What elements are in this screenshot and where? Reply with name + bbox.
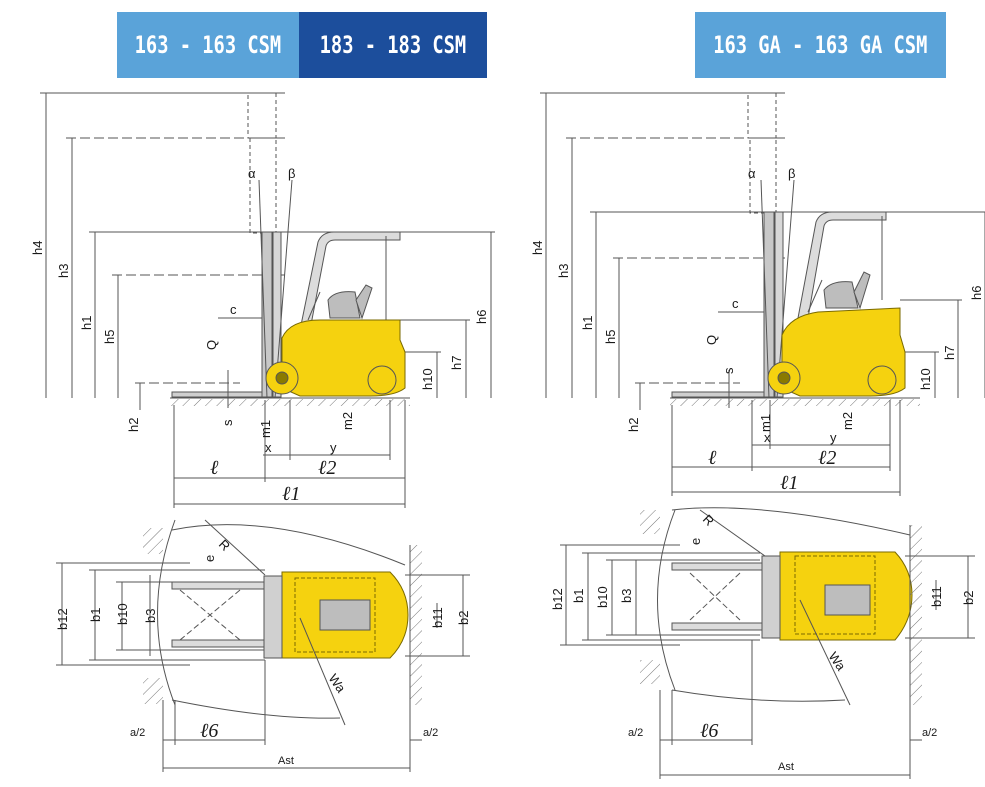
label-h2: h2 <box>126 418 141 432</box>
label-h7: h7 <box>449 356 464 370</box>
label-Wa-right: Wa <box>826 649 850 674</box>
label-l1-right: ℓ1 <box>780 472 798 494</box>
left-side-view <box>40 92 495 508</box>
left-top-view <box>56 519 470 772</box>
label-h6-right: h6 <box>969 286 984 300</box>
label-b10-right: b10 <box>595 586 610 608</box>
label-b2: b2 <box>456 611 471 625</box>
right-side-view <box>540 92 985 496</box>
label-x: x <box>265 440 272 455</box>
label-h1: h1 <box>79 316 94 330</box>
header-model-163-ga-text: 163 GA - 163 GA CSM <box>713 31 928 59</box>
label-b12-right: b12 <box>550 588 565 610</box>
header-model-163: 163 - 163 CSM <box>117 12 299 78</box>
label-h7-right: h7 <box>942 346 957 360</box>
label-e: e <box>202 555 217 562</box>
label-b3: b3 <box>143 609 158 623</box>
label-h10-right: h10 <box>918 368 933 390</box>
label-q: Q <box>204 340 219 350</box>
label-q-right: Q <box>704 335 719 345</box>
label-s: s <box>220 419 235 426</box>
label-l: ℓ <box>210 457 219 479</box>
label-b3-right: b3 <box>619 589 634 603</box>
label-x-right: x <box>764 430 771 445</box>
label-l6-right: ℓ6 <box>700 720 718 742</box>
label-Wa: Wa <box>326 671 350 696</box>
label-h3-right: h3 <box>556 264 571 278</box>
label-h1-right: h1 <box>580 316 595 330</box>
label-a2-left-right: a/2 <box>628 727 643 739</box>
label-l1: ℓ1 <box>282 483 300 505</box>
label-h6: h6 <box>474 310 489 324</box>
header-model-183: 183 - 183 CSM <box>299 12 487 78</box>
label-b1-right: b1 <box>571 589 586 603</box>
label-m1-right: m1 <box>758 414 773 432</box>
header-model-183-text: 183 - 183 CSM <box>319 31 467 59</box>
label-alpha-right: α <box>748 166 756 181</box>
label-h5-right: h5 <box>603 330 618 344</box>
label-a2-right: a/2 <box>423 727 438 739</box>
header-model-163-text: 163 - 163 CSM <box>134 31 282 59</box>
label-b11: b11 <box>430 607 445 628</box>
label-y-right: y <box>830 430 837 445</box>
label-l-right: ℓ <box>708 447 717 469</box>
label-m2-right: m2 <box>840 412 855 430</box>
label-e-right: e <box>688 538 703 545</box>
label-h2-right: h2 <box>626 418 641 432</box>
label-l2-right: ℓ2 <box>818 447 836 469</box>
label-c-right: c <box>732 296 739 311</box>
label-R-right: R <box>700 512 717 529</box>
label-beta-right: β <box>788 166 795 181</box>
label-R: R <box>216 537 233 554</box>
right-top-view <box>560 507 975 779</box>
label-l6: ℓ6 <box>200 720 218 742</box>
label-y: y <box>330 440 337 455</box>
label-b2-right: b2 <box>961 591 976 605</box>
label-b11-right: b11 <box>929 586 944 607</box>
label-b10: b10 <box>115 603 130 625</box>
label-c: c <box>230 302 237 317</box>
label-b12: b12 <box>55 608 70 630</box>
label-h5: h5 <box>102 330 117 344</box>
label-m2: m2 <box>340 412 355 430</box>
label-h3: h3 <box>56 264 71 278</box>
label-beta: β <box>288 166 295 181</box>
label-h4-right: h4 <box>530 241 545 255</box>
label-Ast: Ast <box>278 755 294 767</box>
label-h4: h4 <box>30 241 45 255</box>
label-a2-right-right: a/2 <box>922 727 937 739</box>
label-s-right: s <box>721 367 736 374</box>
label-m1: m1 <box>258 420 273 438</box>
labels: h4 h3 h1 h5 h2 s m1 m2 h10 h7 h6 Q c α β… <box>30 166 984 773</box>
label-l2: ℓ2 <box>318 457 336 479</box>
label-Ast-right: Ast <box>778 761 794 773</box>
label-alpha: α <box>248 166 256 181</box>
label-a2-left: a/2 <box>130 727 145 739</box>
label-h10: h10 <box>420 368 435 390</box>
label-b1: b1 <box>88 608 103 622</box>
header-model-163-ga: 163 GA - 163 GA CSM <box>695 12 946 78</box>
